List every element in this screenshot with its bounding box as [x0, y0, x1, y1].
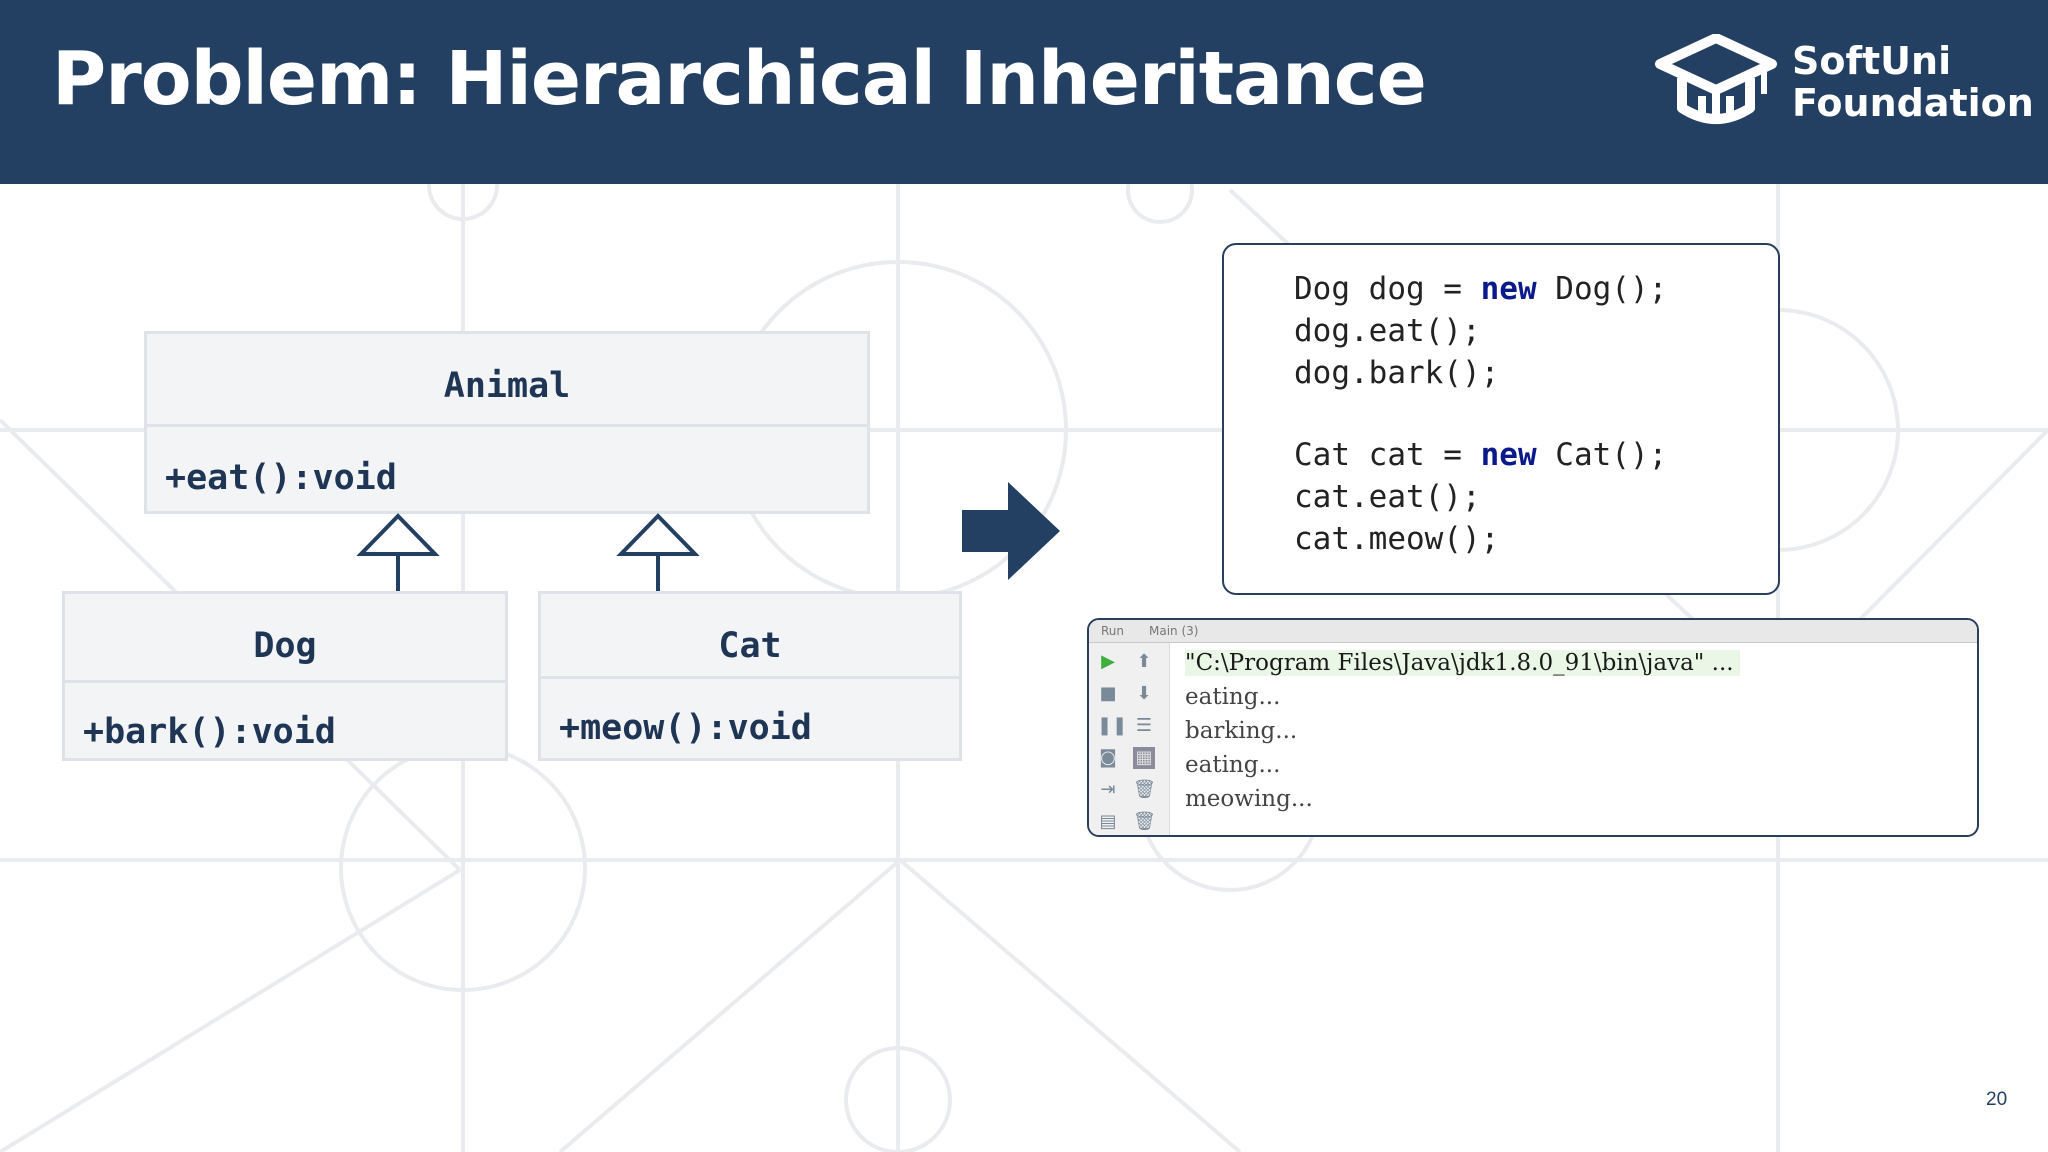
console-tab-bar: Run Main (3): [1089, 620, 1977, 643]
console-toolbar: ▶ ⬆ ■ ⬇ ❚❚ ☰ ◙ ▦ ⇥ 🗑 ▤ 🗑: [1089, 643, 1170, 835]
uml-class-dog: Dog +bark():void: [62, 591, 508, 761]
tab-run[interactable]: Run: [1101, 624, 1125, 638]
console-line: meowing...: [1185, 786, 1313, 812]
code-line: dog.eat();: [1294, 313, 1481, 349]
print-icon[interactable]: ▦: [1133, 747, 1155, 769]
stop-icon[interactable]: ■: [1099, 683, 1117, 704]
down-icon[interactable]: ⬇: [1136, 683, 1152, 704]
code-line: Dog dog = new Dog();: [1294, 271, 1668, 307]
code-line: cat.meow();: [1294, 521, 1500, 557]
pause-icon[interactable]: ❚❚: [1097, 715, 1128, 736]
uml-class-cat: Cat +meow():void: [538, 591, 962, 761]
softuni-logo: SoftUni Foundation: [1654, 34, 2034, 134]
uml-separator: [541, 676, 959, 679]
trash-icon[interactable]: 🗑: [1133, 779, 1156, 800]
method-eat: +eat():void: [165, 458, 397, 498]
inherit-arrow-icon: [356, 513, 440, 596]
code-line: cat.eat();: [1294, 479, 1481, 515]
uml-separator: [147, 424, 867, 427]
code-line: dog.bark();: [1294, 355, 1500, 391]
console-line: "C:\Program Files\Java\jdk1.8.0_91\bin\j…: [1185, 646, 1977, 680]
class-name-cat: Cat: [718, 626, 782, 666]
up-icon[interactable]: ⬆: [1136, 651, 1152, 672]
method-meow: +meow():void: [559, 708, 812, 748]
slide-header: Problem: Hierarchical Inheritance SoftUn…: [0, 0, 2048, 184]
run-console: Run Main (3) ▶ ⬆ ■ ⬇ ❚❚ ☰ ◙ ▦ ⇥ 🗑 ▤ 🗑 "C…: [1087, 618, 1979, 837]
wrap-icon[interactable]: ☰: [1135, 715, 1153, 736]
console-line: eating...: [1185, 684, 1281, 710]
exit-icon[interactable]: ⇥: [1100, 779, 1116, 800]
logo-line-softuni: SoftUni: [1792, 39, 1952, 83]
inherit-arrow-icon: [616, 513, 700, 596]
code-snippet: Dog dog = new Dog(); dog.eat(); dog.bark…: [1222, 243, 1780, 595]
console-line: eating...: [1185, 752, 1281, 778]
right-arrow-icon: [962, 482, 1060, 580]
method-bark: +bark():void: [83, 712, 336, 752]
camera-icon[interactable]: ◙: [1099, 747, 1117, 768]
softuni-logo-icon: [1655, 34, 1777, 124]
layout-icon[interactable]: ▤: [1099, 811, 1117, 832]
code-line: Cat cat = new Cat();: [1294, 437, 1668, 473]
class-name-animal: Animal: [443, 366, 571, 406]
logo-text: SoftUni Foundation: [1792, 40, 2034, 124]
slide-title: Problem: Hierarchical Inheritance: [52, 36, 1427, 122]
uml-separator: [65, 680, 505, 683]
class-name-dog: Dog: [253, 626, 317, 666]
trash-icon[interactable]: 🗑: [1133, 811, 1156, 832]
console-output: "C:\Program Files\Java\jdk1.8.0_91\bin\j…: [1185, 646, 1977, 816]
logo-line-foundation: Foundation: [1792, 81, 2034, 125]
uml-class-animal: Animal +eat():void: [144, 331, 870, 514]
run-icon[interactable]: ▶: [1101, 651, 1115, 672]
console-line: barking...: [1185, 718, 1298, 744]
page-number: 20: [1986, 1089, 2008, 1110]
tab-main[interactable]: Main (3): [1149, 624, 1199, 638]
